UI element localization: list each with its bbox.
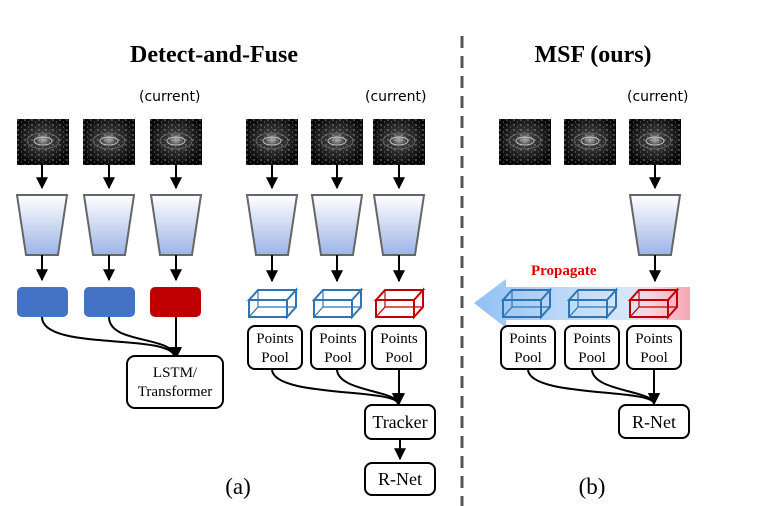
point-cloud-frame-icon: [245, 118, 299, 166]
point-cloud-frame-icon: [82, 118, 136, 166]
points-label: Points: [573, 331, 611, 347]
pool-label: Pool: [324, 350, 352, 366]
point-cloud-frame-icon: [149, 118, 203, 166]
rnet-label: R-Net: [378, 469, 422, 489]
pool-label: Pool: [385, 350, 413, 366]
title-msf: MSF (ours): [534, 42, 651, 68]
pool-label: Pool: [578, 350, 606, 366]
pool-label: Pool: [640, 350, 668, 366]
points-label: Points: [380, 331, 418, 347]
feature-block-blue: [17, 287, 68, 317]
encoder-trapezoid-icon: [629, 194, 681, 256]
feature-block-red: [150, 287, 201, 317]
points-label: Points: [635, 331, 673, 347]
point-cloud-frame-icon: [563, 118, 617, 166]
encoder-trapezoid-icon: [83, 194, 135, 256]
encoder-trapezoid-icon: [373, 194, 425, 256]
point-cloud-frame-icon: [498, 118, 552, 166]
point-cloud-frame-icon: [310, 118, 364, 166]
caption-b: (b): [579, 474, 606, 499]
fusion-label-line1: LSTM/: [153, 365, 198, 381]
current-label-b: (current): [627, 89, 688, 105]
points-pool-box: [247, 325, 303, 370]
3d-bounding-box-icon: [375, 289, 424, 318]
encoder-trapezoid-icon: [16, 194, 68, 256]
encoder-trapezoid-icon: [311, 194, 363, 256]
point-cloud-frame-icon: [628, 118, 682, 166]
pool-label: Pool: [261, 350, 289, 366]
rnet-box: [364, 462, 436, 496]
points-label: Points: [319, 331, 357, 347]
pool-label: Pool: [514, 350, 542, 366]
encoder-trapezoid-icon: [246, 194, 298, 256]
encoder-trapezoid-icon: [150, 194, 202, 256]
3d-bounding-box-icon: [248, 289, 297, 318]
point-cloud-frame-icon: [16, 118, 70, 166]
current-label-a2: (current): [365, 89, 426, 105]
points-label: Points: [509, 331, 547, 347]
points-label: Points: [256, 331, 294, 347]
caption-a: (a): [225, 474, 251, 499]
rnet-label: R-Net: [632, 412, 676, 432]
fusion-module-box: [126, 355, 224, 409]
propagate-label: Propagate: [531, 263, 597, 279]
current-label-a1: (current): [139, 89, 200, 105]
propagate-arrow: [474, 279, 690, 328]
fusion-label-line2: Transformer: [138, 384, 212, 400]
feature-block-blue: [84, 287, 135, 317]
title-detect-and-fuse: Detect-and-Fuse: [130, 42, 298, 68]
point-cloud-frame-icon: [372, 118, 426, 166]
tracker-label: Tracker: [372, 412, 427, 432]
rnet-box: [618, 404, 690, 439]
3d-bounding-box-icon: [313, 289, 362, 318]
